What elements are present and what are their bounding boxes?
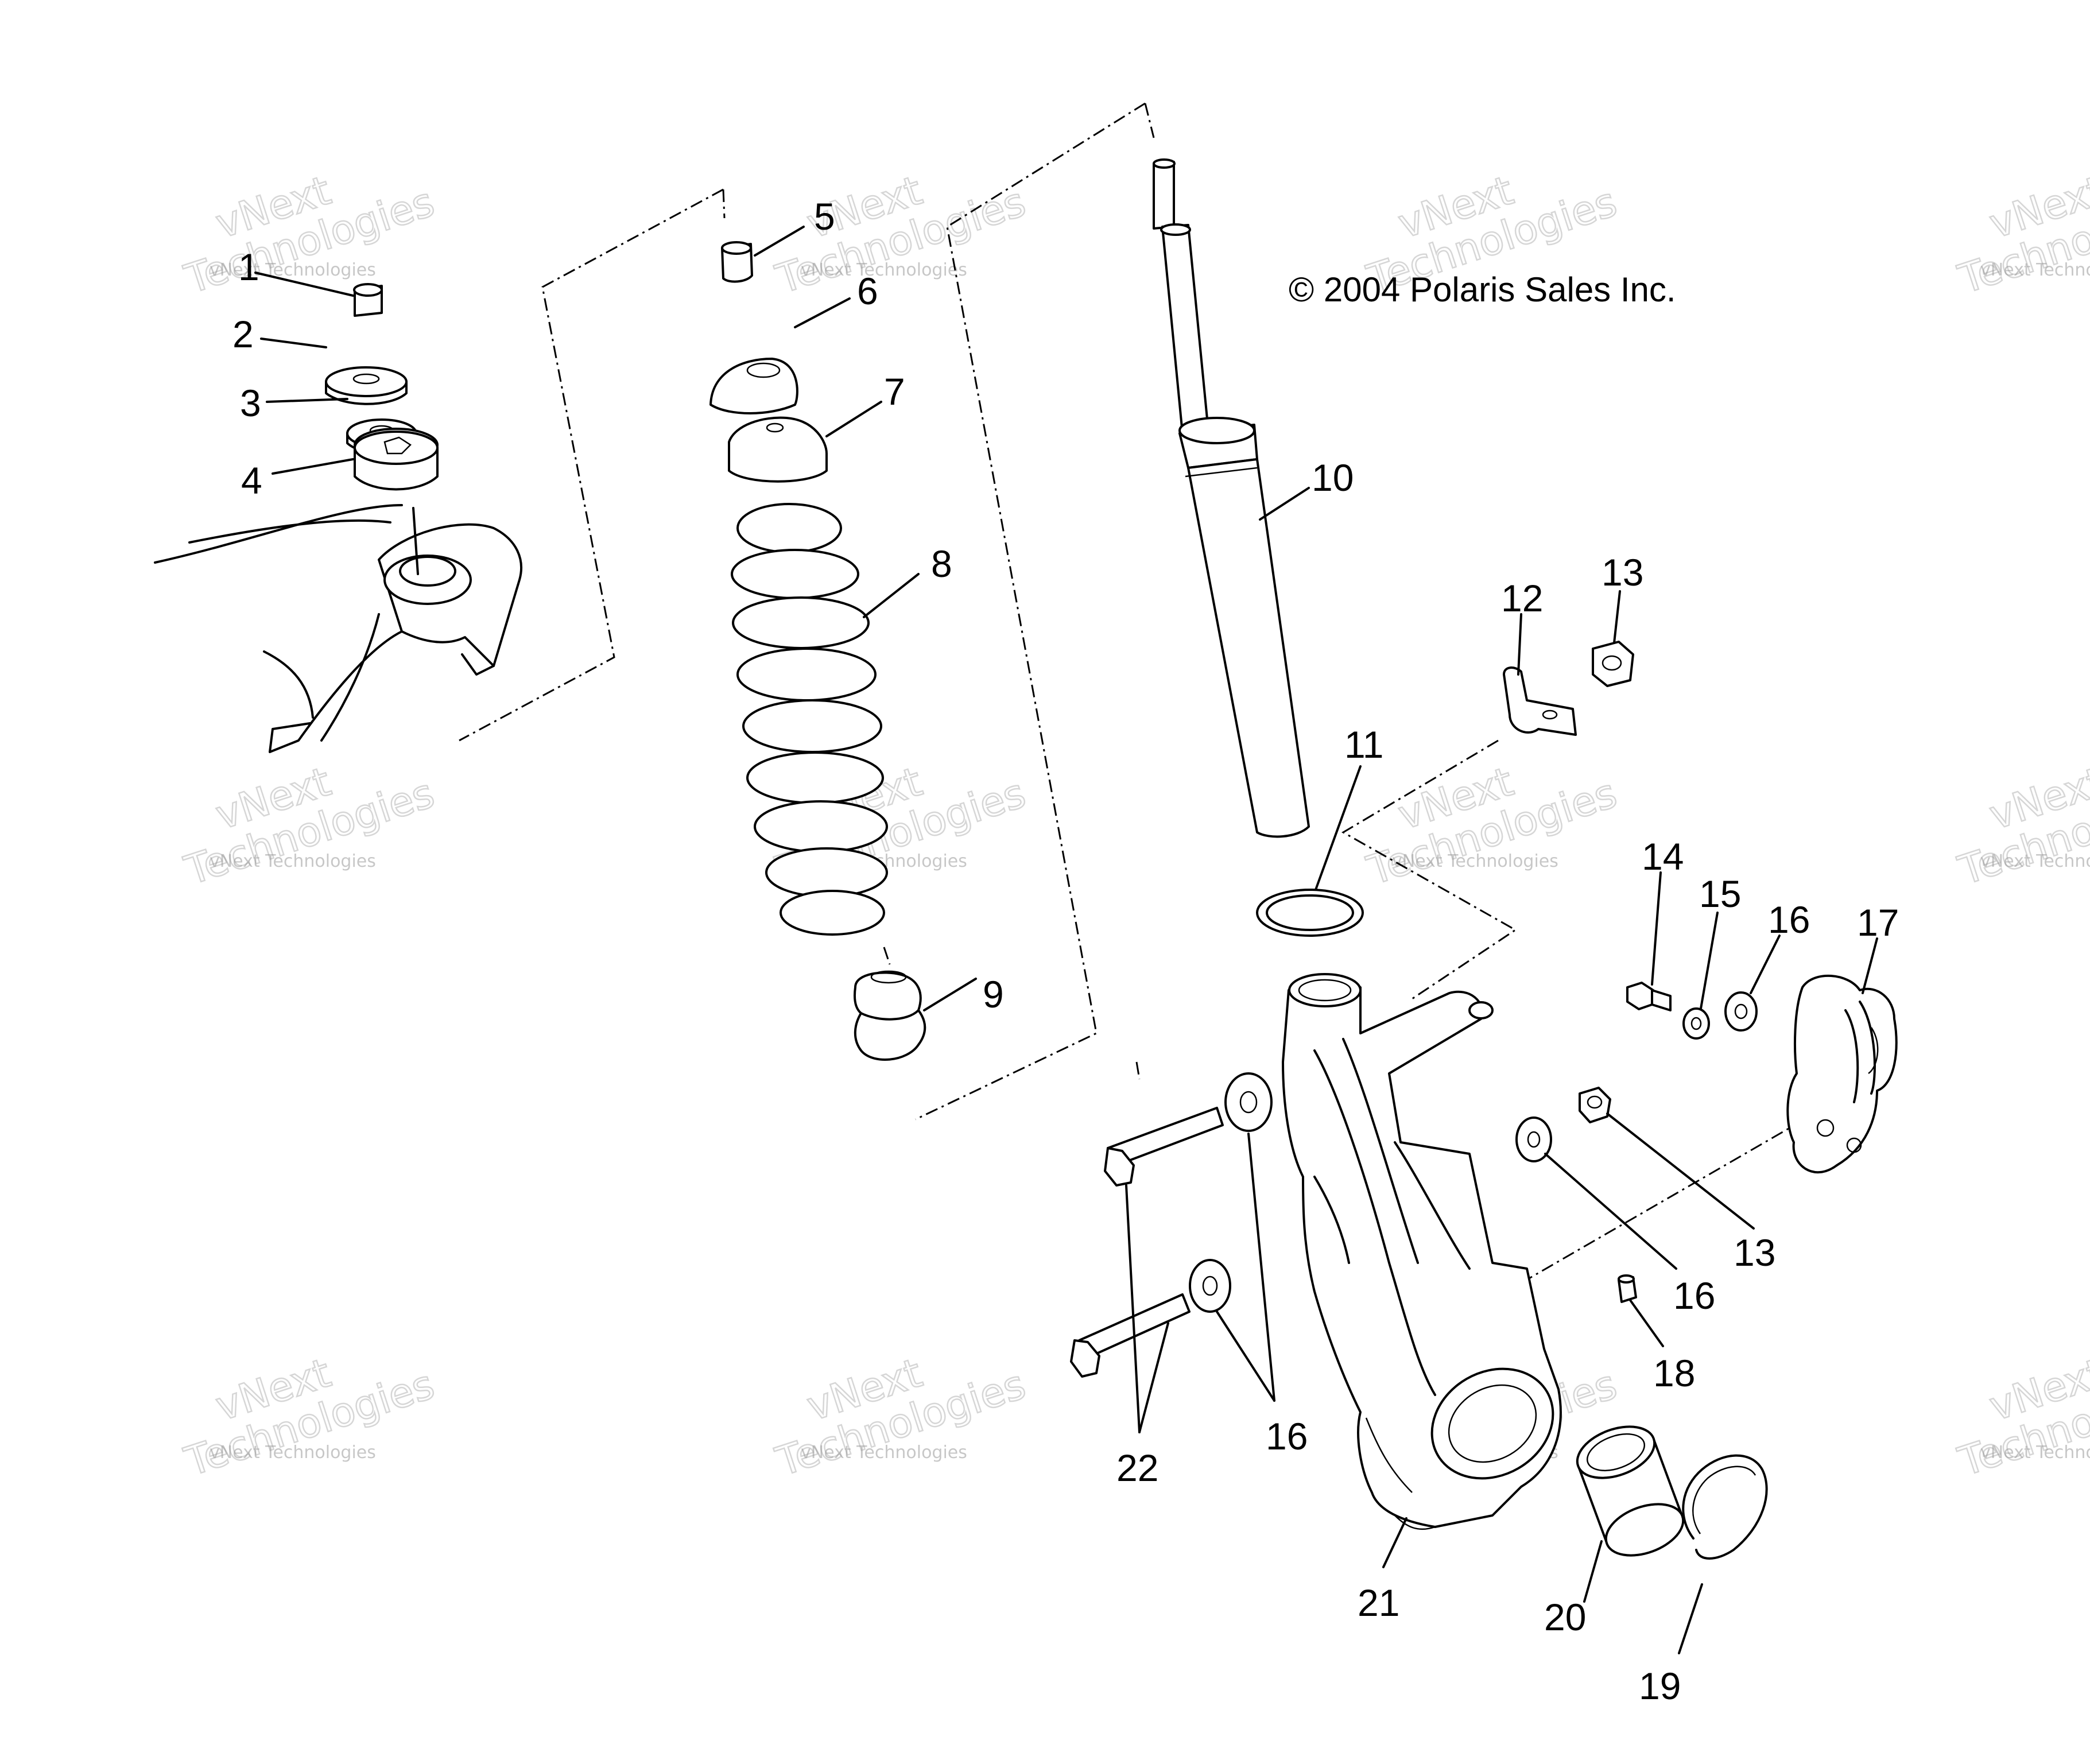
part-13-nut-lower: [1579, 1087, 1611, 1123]
callout-4: 4: [241, 459, 262, 502]
callout-13-upper: 13: [1602, 551, 1643, 594]
watermark-text: vNext Technologies: [1980, 1443, 2090, 1463]
callout-17: 17: [1857, 901, 1899, 944]
part-9-bump-stop: [854, 970, 926, 1061]
part-12-bracket: [1503, 666, 1577, 736]
part-7-spring-seat: [728, 416, 828, 483]
callout-13-lower: 13: [1734, 1231, 1775, 1274]
callout-2: 2: [232, 313, 254, 355]
watermark-text: vNext Technologies: [210, 851, 376, 871]
part-18-bleeder: [1618, 1274, 1637, 1303]
part-2-washer: [325, 366, 408, 405]
part-4-bushing: [354, 428, 439, 491]
callout-14: 14: [1642, 835, 1684, 878]
callout-15: 15: [1699, 873, 1741, 915]
callout-16-right: 16: [1768, 898, 1810, 941]
part-16-washer-lower-left: [1189, 1259, 1231, 1313]
leader-lines: [254, 226, 1878, 1654]
part-6-cap: [709, 358, 798, 414]
part-17-caliper: [1786, 975, 1898, 1174]
part-1-nut: [353, 283, 383, 317]
watermark-text: vNext Technologies: [1980, 851, 2090, 871]
part-5-nut: [721, 241, 753, 283]
part-10-shock-absorber: [1153, 158, 1310, 838]
part-11-o-ring: [1256, 889, 1364, 937]
callout-1: 1: [238, 246, 259, 288]
part-15-lock-washer: [1682, 1007, 1710, 1040]
watermark-text: vNext Technologies: [801, 260, 967, 280]
callout-22: 22: [1116, 1447, 1158, 1489]
part-14-bolt: [1626, 982, 1672, 1011]
callout-3: 3: [240, 382, 261, 424]
watermark-text: vNext Technologies: [210, 1443, 376, 1463]
frame-mount: [154, 504, 522, 753]
watermark-text: vNext Technologies: [801, 1443, 967, 1463]
callout-9: 9: [983, 973, 1004, 1015]
callout-20: 20: [1544, 1596, 1586, 1638]
watermark-text: vNext Technologies: [1980, 260, 2090, 280]
part-22-bolt-lower: [1070, 1293, 1191, 1378]
part-16-washer-right: [1724, 991, 1758, 1032]
callout-5: 5: [814, 195, 835, 238]
callout-7: 7: [884, 370, 905, 413]
callout-16-mid: 16: [1673, 1274, 1715, 1317]
part-16-washer-mid: [1515, 1116, 1552, 1162]
callout-12: 12: [1501, 577, 1543, 619]
watermark-layer: vNext Technologies vNext Technologies vN…: [179, 166, 2090, 1486]
part-8-coil-spring: [731, 503, 888, 936]
callout-10: 10: [1312, 456, 1354, 499]
watermark-text: vNext Technologies: [210, 260, 376, 280]
callout-11: 11: [1344, 723, 1384, 766]
watermark-text: vNext Technologies: [1392, 851, 1558, 871]
callout-labels: 1 2 3 4 5 6 7 8 9 10 11 12 13 14 15 16 1…: [232, 195, 1899, 1707]
part-13-nut-upper: [1592, 641, 1634, 687]
copyright-notice: © 2004 Polaris Sales Inc.: [1289, 270, 1676, 309]
part-16-washer-upper-left: [1224, 1072, 1273, 1132]
part-22-bolt-upper: [1104, 1107, 1224, 1187]
part-21-steering-knuckle: [1282, 973, 1562, 1530]
callout-6: 6: [857, 270, 878, 312]
callout-16-left: 16: [1266, 1415, 1308, 1457]
callout-19: 19: [1639, 1665, 1681, 1707]
part-19-snap-ring: [1682, 1454, 1768, 1560]
callout-21: 21: [1358, 1581, 1399, 1624]
part-20-wheel-bearing: [1576, 1425, 1685, 1557]
callout-18: 18: [1653, 1352, 1695, 1394]
callout-8: 8: [931, 542, 952, 585]
